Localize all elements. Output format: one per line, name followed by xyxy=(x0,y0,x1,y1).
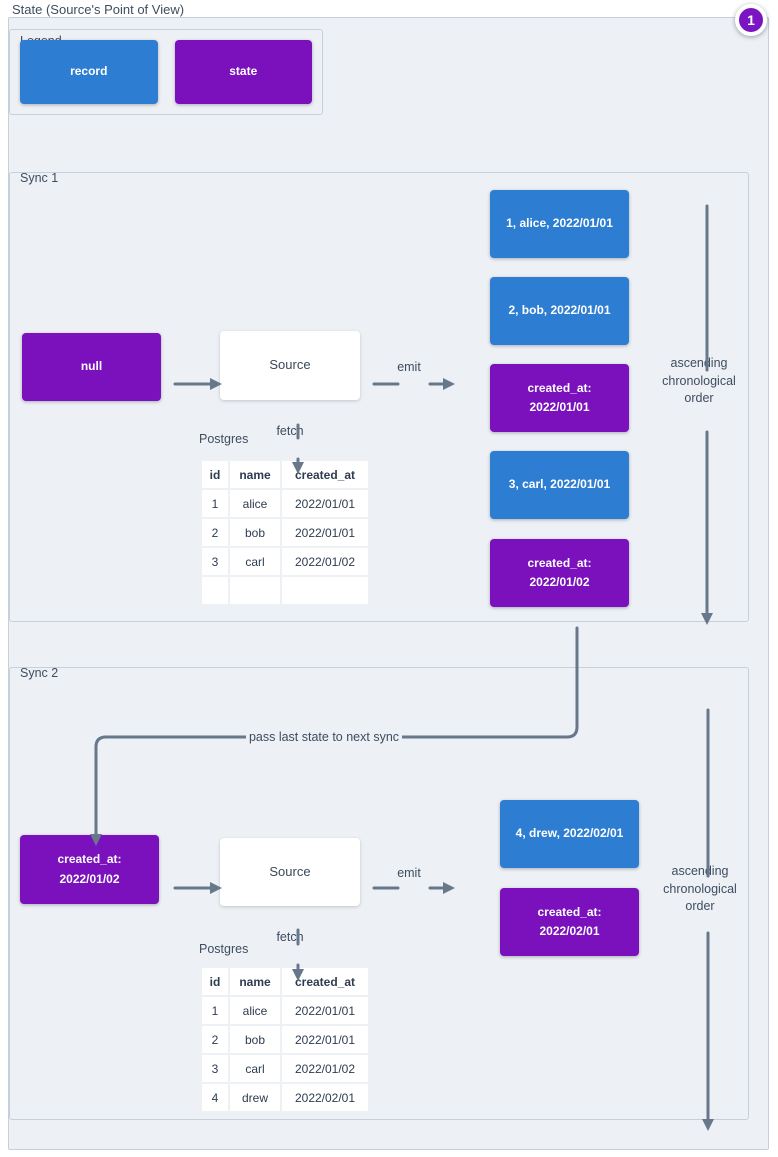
table-cell: 2022/01/02 xyxy=(282,548,368,575)
sync2-fetch-label: fetch xyxy=(276,930,304,944)
source-label: Source xyxy=(269,357,311,373)
table-cell: 1 xyxy=(202,490,228,517)
sync2-emit-label: emit xyxy=(397,866,421,880)
record-box: 1, alice, 2022/01/01 xyxy=(490,190,629,258)
sync1-order-label: ascending chronological order xyxy=(662,356,736,405)
sync1-source-box: Source xyxy=(220,331,360,400)
table-cell xyxy=(282,577,368,604)
table-cell: 2 xyxy=(202,519,228,546)
column-header: created_at xyxy=(282,461,368,488)
column-header: name xyxy=(230,461,280,488)
sync2-input-state-box: created_at:2022/01/02 xyxy=(20,835,159,904)
table-cell: drew xyxy=(230,1084,280,1111)
sync1-input-state-box: null xyxy=(22,333,161,401)
column-header: name xyxy=(230,968,280,995)
legend-state-swatch: state xyxy=(174,40,312,104)
page-title: State (Source's Point of View) xyxy=(12,2,185,17)
table-cell xyxy=(202,577,228,604)
sync2-source-box: Source xyxy=(220,838,360,906)
record-box: 4, drew, 2022/02/01 xyxy=(500,800,639,868)
source-label: Source xyxy=(269,863,311,879)
state-box: created_at:2022/01/02 xyxy=(490,539,629,607)
sync2-title: Sync 2 xyxy=(20,666,59,680)
table-cell: 4 xyxy=(202,1084,228,1111)
column-header: id xyxy=(202,461,228,488)
table-cell: bob xyxy=(230,519,280,546)
table-cell: 3 xyxy=(202,1055,228,1082)
table-cell: 2022/01/01 xyxy=(282,490,368,517)
sync1-fetch-label: fetch xyxy=(276,424,304,438)
table-cell: alice xyxy=(230,490,280,517)
record-box: 2, bob, 2022/01/01 xyxy=(490,277,629,345)
table-cell: carl xyxy=(230,1055,280,1082)
sync1-title: Sync 1 xyxy=(20,171,59,185)
sync2-postgres-label: Postgres xyxy=(199,942,249,956)
table-cell: 2022/01/02 xyxy=(282,1055,368,1082)
column-header: created_at xyxy=(282,968,368,995)
record-box: 3, carl, 2022/01/01 xyxy=(490,451,629,519)
table-cell: 2022/01/01 xyxy=(282,997,368,1024)
table-cell: 1 xyxy=(202,997,228,1024)
sync2-order-label: ascending chronological order xyxy=(663,864,737,913)
state-box: created_at:2022/01/01 xyxy=(490,364,629,432)
table-cell: alice xyxy=(230,997,280,1024)
table-cell xyxy=(230,577,280,604)
sync1-postgres-label: Postgres xyxy=(199,432,249,446)
table-row xyxy=(202,577,368,604)
column-header: id xyxy=(202,968,228,995)
table-cell: 2022/01/01 xyxy=(282,519,368,546)
table-cell: bob xyxy=(230,1026,280,1053)
state-pov-frame xyxy=(8,17,769,1150)
state-box: created_at:2022/02/01 xyxy=(500,888,639,956)
legend-record-swatch: record xyxy=(20,40,158,104)
table-cell: 2022/01/01 xyxy=(282,1026,368,1053)
sync2-panel: created_at:2022/01/02 Source emit fetch … xyxy=(9,667,749,1120)
table-cell: 3 xyxy=(202,548,228,575)
table-cell: 2 xyxy=(202,1026,228,1053)
pass-state-label: pass last state to next sync xyxy=(246,729,402,745)
sync1-emit-label: emit xyxy=(397,360,421,374)
table-cell: carl xyxy=(230,548,280,575)
annotation-badge: 1 xyxy=(735,4,767,36)
table-cell: 2022/02/01 xyxy=(282,1084,368,1111)
